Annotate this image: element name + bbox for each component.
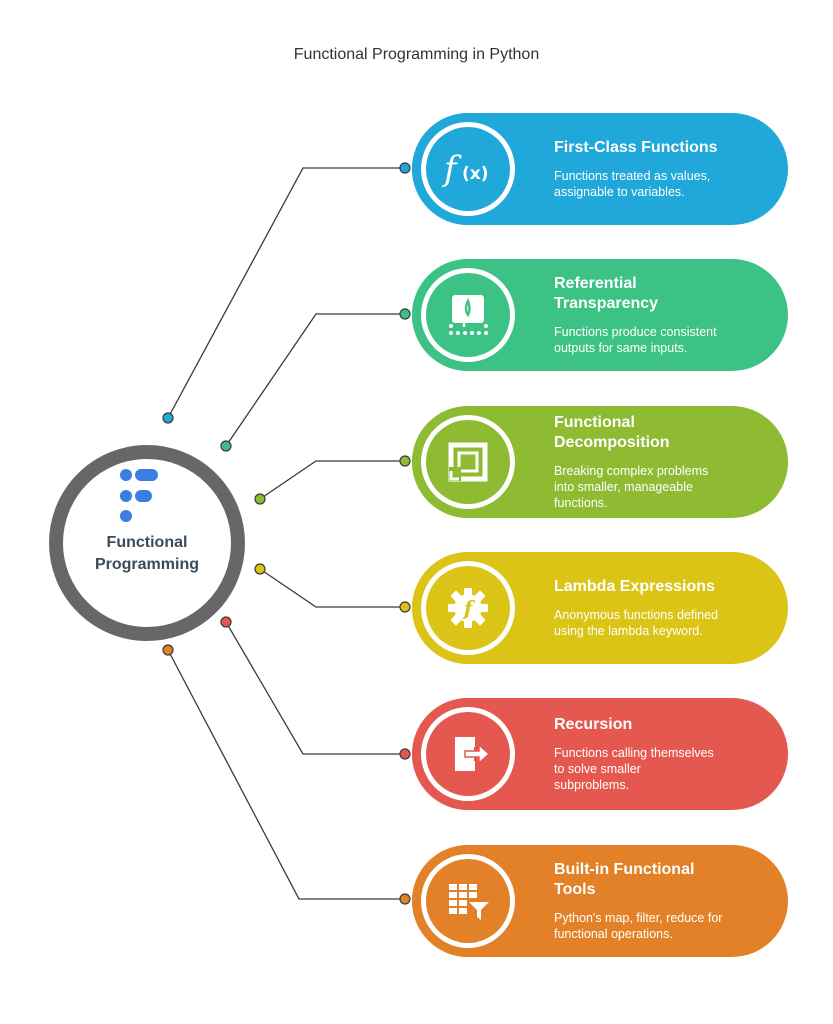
hub-label-line2: Programming — [94, 556, 199, 573]
card-title-line: Decomposition — [554, 434, 670, 451]
function-gear-icon: f — [426, 566, 510, 650]
card-connector-dot — [399, 455, 411, 467]
card-built-in-functional-tools: Built-in Functional Tools Python's map, … — [412, 845, 788, 957]
card-desc-line: subproblems. — [554, 778, 630, 792]
card-connector-dot — [399, 601, 411, 613]
table-filter-icon — [426, 859, 510, 943]
card-desc-line: Functions treated as values, — [554, 169, 711, 183]
decomposition-frame-icon — [426, 420, 510, 504]
card-title-line: Built-in Functional — [554, 861, 695, 878]
card-connector-dot — [399, 748, 411, 760]
card-icon-ring — [412, 259, 524, 371]
card-description: Functions treated as values, assignable … — [554, 168, 762, 200]
hub-connector-dot — [254, 493, 266, 505]
card-lambda-expressions: f Lambda Expressions Anonymous functions… — [412, 552, 788, 664]
card-desc-line: Python's map, filter, reduce for — [554, 911, 723, 925]
card-description: Python's map, filter, reduce for functio… — [554, 910, 762, 942]
card-first-class-functions: f (x) First-Class Functions Functions tr… — [412, 113, 788, 225]
card-desc-line: outputs for same inputs. — [554, 341, 688, 355]
card-description: Anonymous functions defined using the la… — [554, 607, 762, 639]
connector-line — [259, 568, 405, 608]
card-recursion: Recursion Functions calling themselves t… — [412, 698, 788, 810]
card-desc-line: assignable to variables. — [554, 185, 685, 199]
transparency-frame-icon — [426, 273, 510, 357]
connector-line — [167, 649, 405, 900]
card-icon-ring: f (x) — [412, 113, 524, 225]
card-icon-ring — [412, 406, 524, 518]
card-desc-line: Breaking complex problems — [554, 464, 709, 478]
card-title-line: Referential — [554, 275, 637, 292]
card-title-line: Transparency — [554, 295, 659, 312]
card-desc-line: functional operations. — [554, 927, 673, 941]
card-connector-dot — [399, 162, 411, 174]
card-icon-ring: f — [412, 552, 524, 664]
hub-connector-dot — [254, 563, 266, 575]
card-title-line: Functional — [554, 414, 635, 431]
exit-arrow-icon — [426, 712, 510, 796]
card-desc-line: using the lambda keyword. — [554, 624, 703, 638]
card-referential-transparency: Referential Transparency Functions produ… — [412, 259, 788, 371]
connector-line — [167, 167, 405, 419]
card-desc-line: into smaller, manageable — [554, 480, 693, 494]
hub-connector-dot — [162, 412, 174, 424]
svg-text:f: f — [462, 596, 476, 620]
card-title: Built-in Functional Tools — [554, 860, 762, 900]
hub-connector-dot — [162, 644, 174, 656]
card-functional-decomposition: Functional Decomposition Breaking comple… — [412, 406, 788, 518]
svg-text:f: f — [441, 149, 462, 189]
connector-line — [225, 621, 405, 755]
connector-line — [225, 313, 405, 447]
connector-line — [259, 460, 405, 500]
hub-ring — [49, 445, 245, 641]
card-desc-line: Anonymous functions defined — [554, 608, 718, 622]
card-connector-dot — [399, 308, 411, 320]
card-description: Functions calling themselves to solve sm… — [554, 745, 762, 793]
card-description: Functions produce consistent outputs for… — [554, 324, 762, 356]
card-connector-dot — [399, 893, 411, 905]
card-icon-ring — [412, 845, 524, 957]
hub-connector-dot — [220, 616, 232, 628]
card-title: Lambda Expressions — [554, 578, 715, 595]
card-title: First-Class Functions — [554, 139, 718, 156]
card-desc-line: Functions calling themselves — [554, 746, 714, 760]
card-desc-line: functions. — [554, 496, 608, 510]
card-icon-ring — [412, 698, 524, 810]
card-title: Referential Transparency — [554, 274, 762, 314]
card-title-line: Tools — [554, 881, 596, 898]
card-desc-line: Functions produce consistent — [554, 325, 717, 339]
card-title: Recursion — [554, 716, 633, 733]
program-blocks-icon — [120, 469, 158, 522]
hub-connector-dot — [220, 440, 232, 452]
svg-text:(x): (x) — [462, 164, 489, 184]
card-desc-line: to solve smaller — [554, 762, 641, 776]
diagram-title: Functional Programming in Python — [293, 46, 540, 63]
hub-label-line1: Functional — [106, 534, 188, 551]
hub-label: Functional Programming — [52, 532, 242, 576]
card-title: Functional Decomposition — [554, 413, 762, 453]
function-fx-icon: f (x) — [426, 127, 510, 211]
card-description: Breaking complex problems into smaller, … — [554, 463, 762, 511]
